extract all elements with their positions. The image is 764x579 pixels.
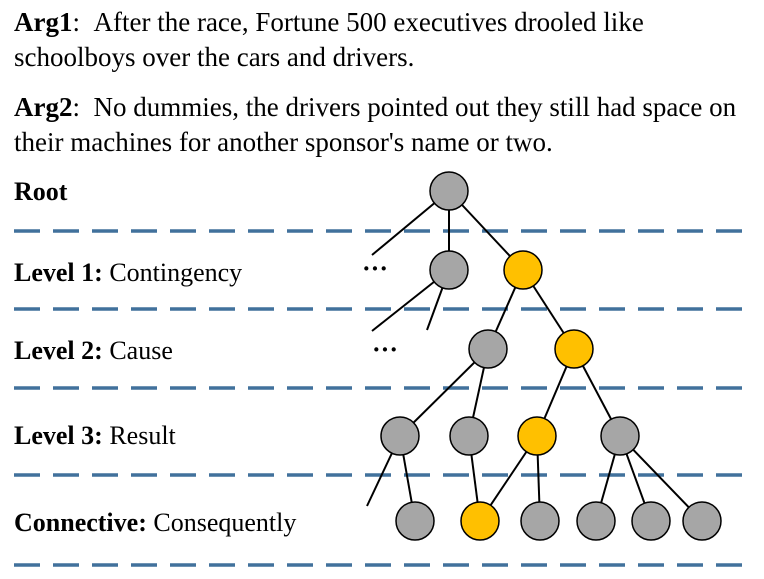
tree-node-l3a xyxy=(380,416,420,456)
level2-ellipsis: ··· xyxy=(372,335,399,364)
connective-label: Connective: Consequently xyxy=(14,508,296,538)
tree-node-root xyxy=(429,171,469,211)
tree-node-l3b xyxy=(449,416,489,456)
level3-title: Level 3: xyxy=(14,421,103,450)
arg2-content: No dummies, the drivers pointed out they… xyxy=(14,92,737,157)
tree-node-l1a xyxy=(429,250,469,290)
arg1-text: Arg1: After the race, Fortune 500 execut… xyxy=(14,7,644,72)
tree-node-c4 xyxy=(576,501,616,541)
tree-node-l3c-highlighted xyxy=(517,416,557,456)
level-dividers xyxy=(14,229,752,567)
tree-edges xyxy=(366,190,703,522)
level2-title: Level 2: xyxy=(14,336,103,365)
arg1-label: Arg1 xyxy=(14,7,73,37)
connective-title: Connective: xyxy=(14,508,147,537)
tree-node-c2-highlighted xyxy=(460,501,500,541)
level1-title: Level 1: xyxy=(14,258,103,287)
tree-node-l3d xyxy=(600,416,640,456)
level3-value: Result xyxy=(109,421,176,450)
tree-node-c3 xyxy=(520,501,560,541)
level-root-label: Root xyxy=(14,177,68,206)
tree-nodes xyxy=(380,171,722,541)
level1-ellipsis: ··· xyxy=(362,254,389,283)
arg1-content: After the race, Fortune 500 executives d… xyxy=(14,7,644,72)
connective-value: Consequently xyxy=(153,508,297,537)
tree-node-l2b-highlighted xyxy=(554,329,594,369)
tree-node-c5 xyxy=(631,501,671,541)
level1-label: Level 1: Contingency xyxy=(14,258,242,288)
tree-node-l1b-highlighted xyxy=(503,250,543,290)
tree-node-c1 xyxy=(395,501,435,541)
tree-node-l2a xyxy=(468,329,508,369)
arg2-text: Arg2: No dummies, the drivers pointed ou… xyxy=(14,92,737,157)
tree-node-c6 xyxy=(682,501,722,541)
level1-value: Contingency xyxy=(109,258,243,287)
tree-edge-8 xyxy=(399,348,489,437)
level3-label: Level 3: Result xyxy=(14,421,176,451)
arg2-label: Arg2 xyxy=(14,92,73,122)
level2-label: Level 2: Cause xyxy=(14,336,173,366)
level2-value: Cause xyxy=(109,336,173,365)
